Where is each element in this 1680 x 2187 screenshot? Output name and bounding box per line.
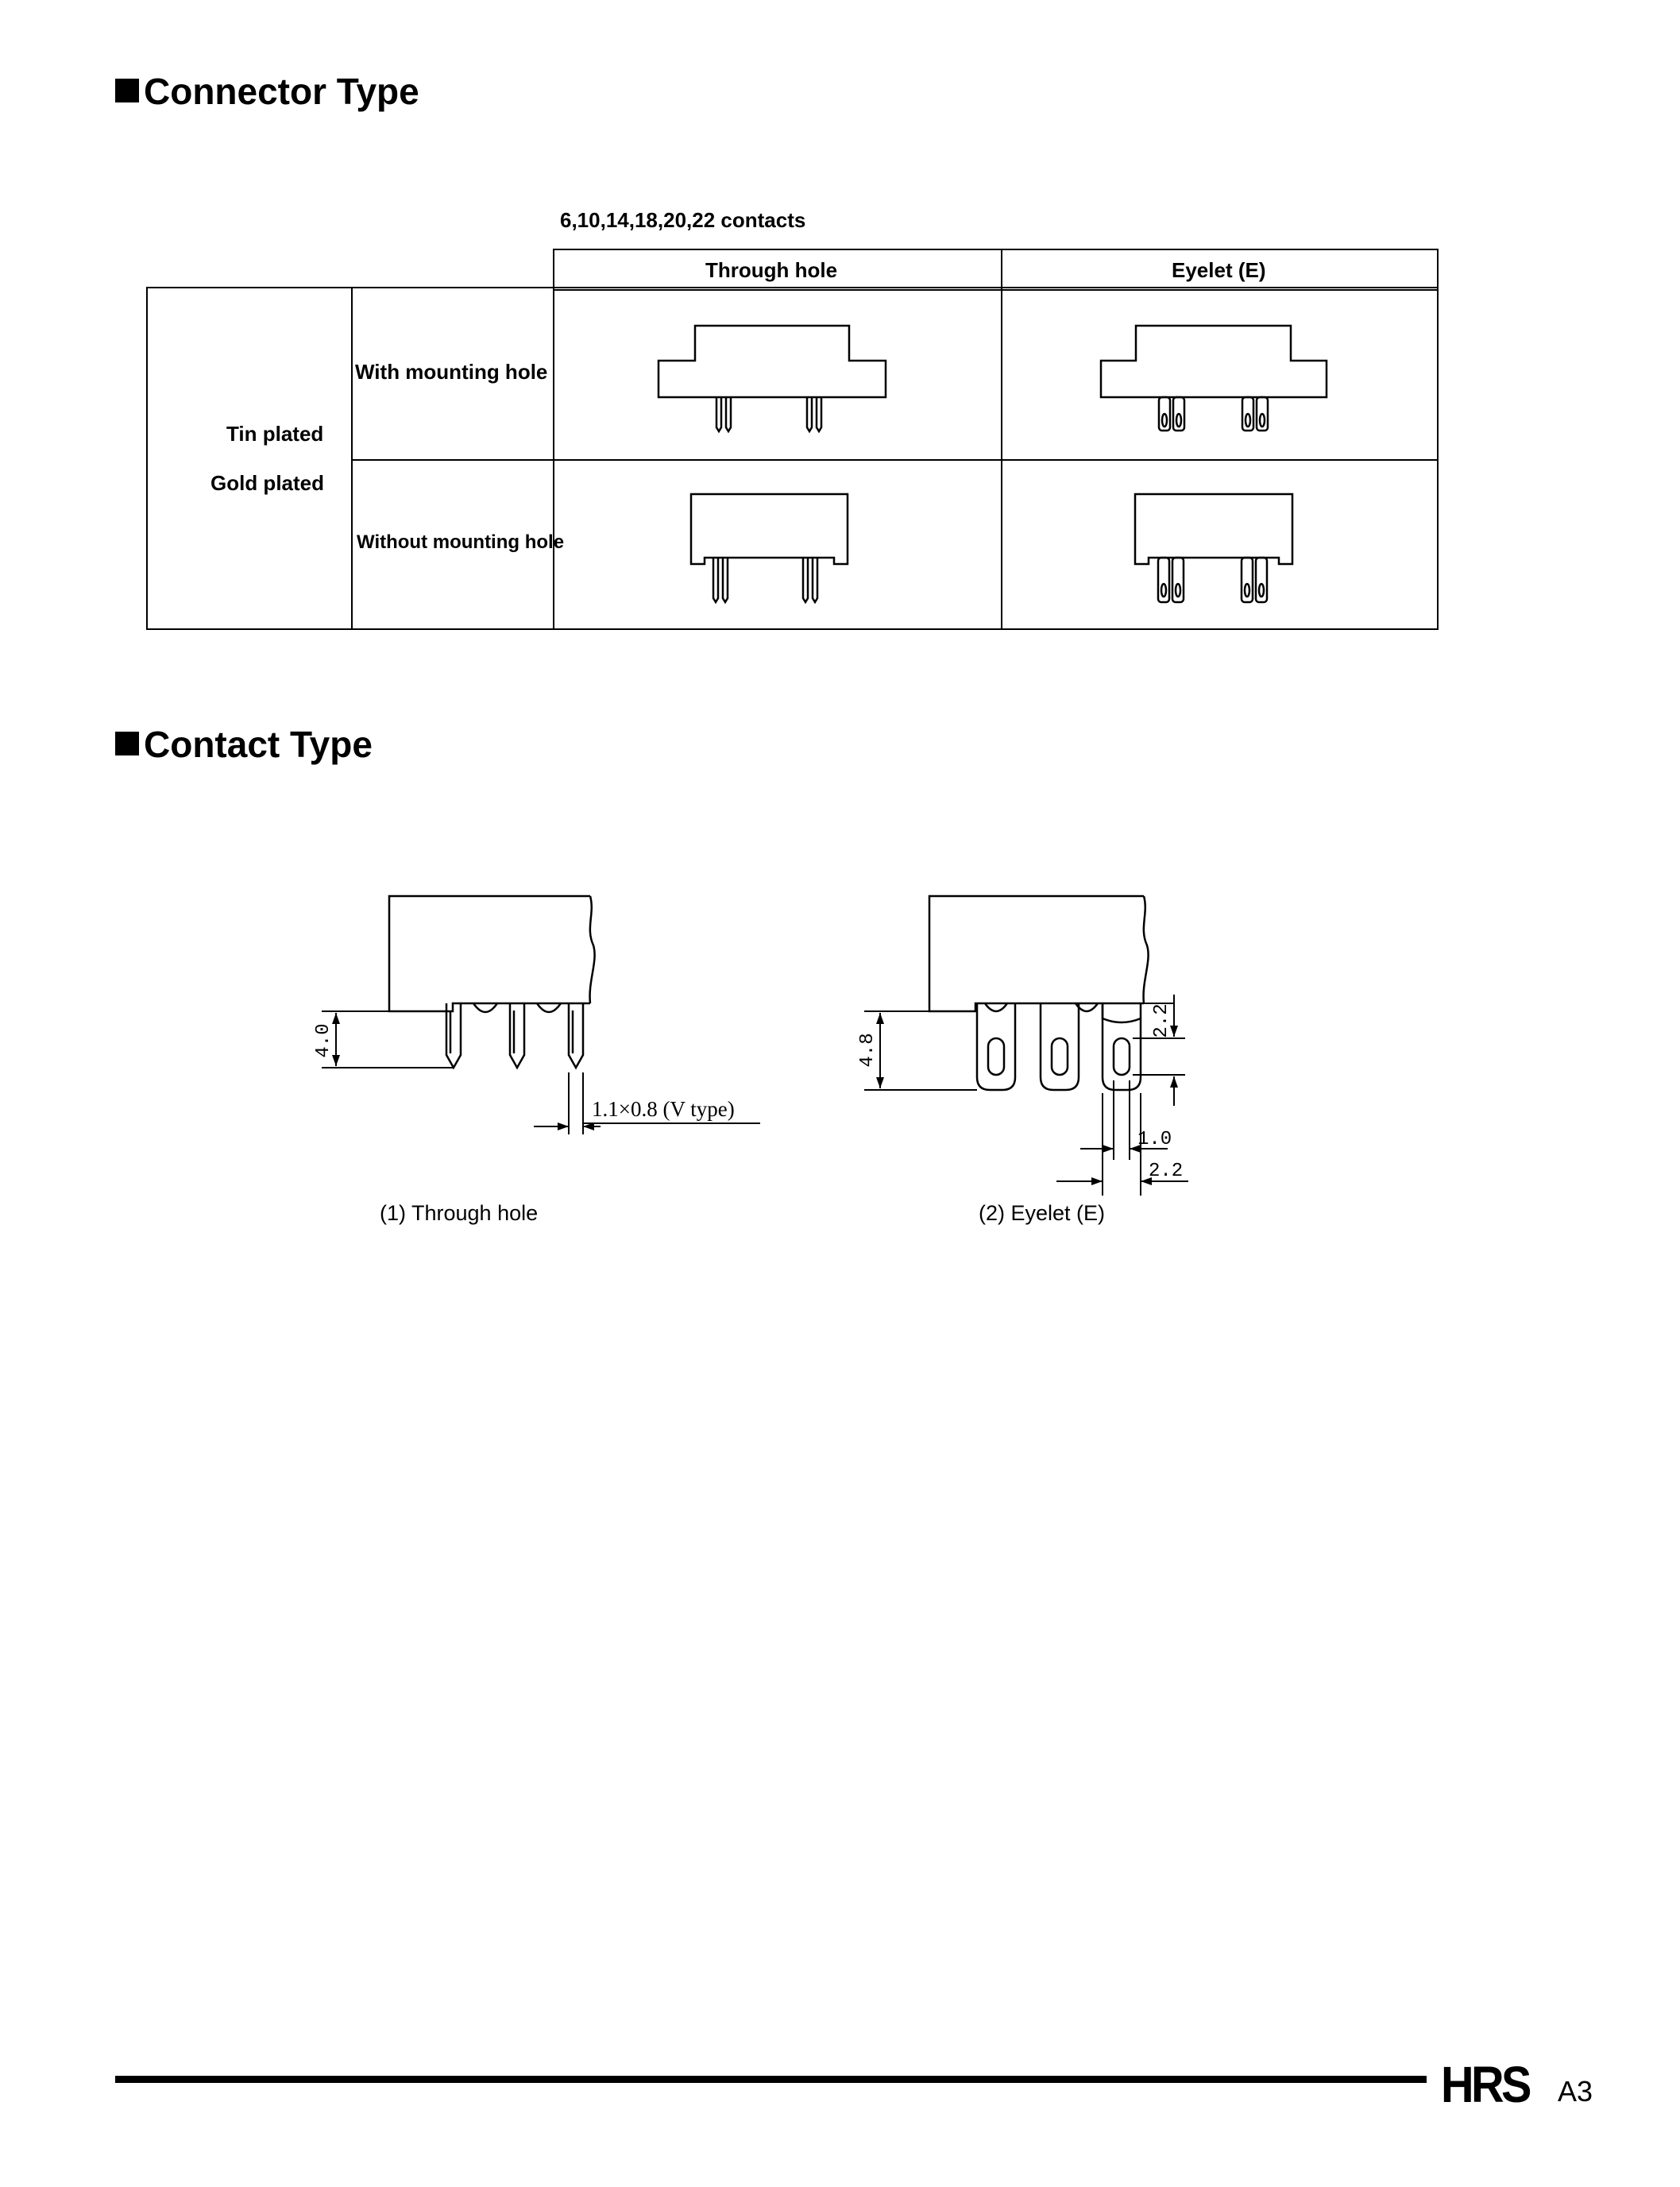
contacts-label: 6,10,14,18,20,22 contacts bbox=[560, 208, 806, 232]
dim-pin-size: 1.1×0.8 (V type) bbox=[592, 1097, 735, 1121]
square-bullet-icon bbox=[115, 732, 139, 755]
contact-type-heading: Contact Type bbox=[115, 726, 373, 763]
plating-tin-label: Tin plated bbox=[226, 422, 324, 446]
dim-width-eyelet: 1.0 bbox=[1137, 1129, 1172, 1150]
hrs-logo: HRS bbox=[1441, 2056, 1531, 2113]
connector-type-heading: Connector Type bbox=[115, 73, 419, 110]
footer-rule bbox=[115, 2076, 1427, 2083]
page-number: A3 bbox=[1558, 2075, 1593, 2108]
square-bullet-icon bbox=[115, 79, 139, 102]
dim-pitch-eyelet: 2.2 bbox=[1149, 1161, 1183, 1182]
dim-height-eyelet: 4.8 bbox=[857, 1033, 879, 1067]
plating-gold-label: Gold plated bbox=[210, 471, 324, 495]
contact-type-title: Contact Type bbox=[144, 724, 373, 765]
connector-type-title: Connector Type bbox=[144, 71, 419, 112]
dim-top-eyelet: 2.2 bbox=[1151, 1003, 1172, 1037]
caption-eyelet: (2) Eyelet (E) bbox=[979, 1201, 1106, 1225]
row-label-without-mounting-hole: Without mounting hole bbox=[357, 531, 565, 553]
col-header-through-hole: Through hole bbox=[705, 258, 838, 282]
col-header-eyelet: Eyelet (E) bbox=[1172, 258, 1266, 282]
dim-height-through-hole: 4.0 bbox=[313, 1023, 334, 1057]
caption-through-hole: (1) Through hole bbox=[380, 1201, 539, 1225]
row-label-with-mounting-hole: With mounting hole bbox=[355, 360, 548, 384]
